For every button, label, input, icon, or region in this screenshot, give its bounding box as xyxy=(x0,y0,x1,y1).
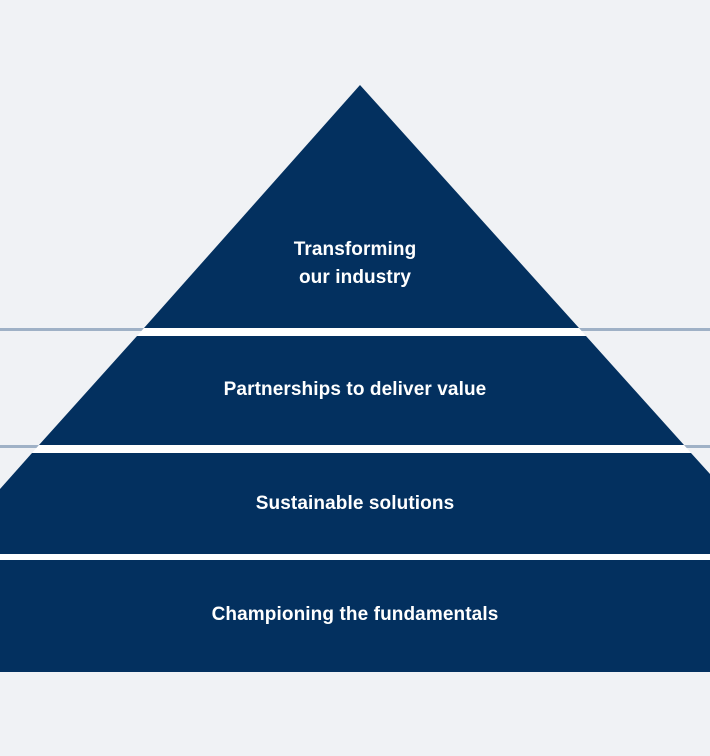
tier-label-transforming: Transforming our industry xyxy=(293,239,417,288)
pyramid-tier-transforming xyxy=(144,85,579,328)
tier-gap-1 xyxy=(137,328,586,336)
tier-label-sustainable: Sustainable solutions xyxy=(255,493,455,514)
pyramid-tier-fundamentals xyxy=(0,560,710,672)
tier-gap-2 xyxy=(32,445,691,453)
tier-label-partnerships: Partnerships to deliver value xyxy=(223,379,487,400)
tier-label-fundamentals: Championing the fundamentals xyxy=(211,604,499,625)
tier-gap-3 xyxy=(0,554,710,560)
pyramid-tier-partnerships xyxy=(39,336,684,445)
pyramid-tier-sustainable xyxy=(0,453,710,554)
